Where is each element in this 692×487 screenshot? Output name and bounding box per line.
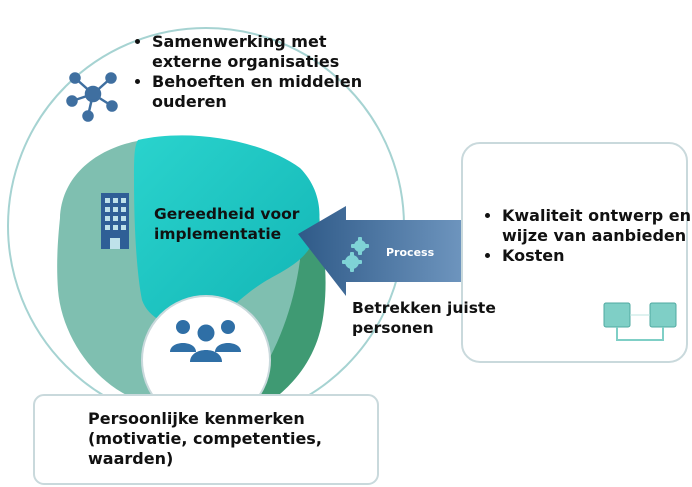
gears-icon <box>342 237 369 272</box>
involve-label: Betrekken juiste personen <box>352 299 496 337</box>
individuals-box <box>33 394 379 485</box>
readiness-shape <box>134 135 320 327</box>
bullet-item: Samenwerking met externe organisaties <box>152 32 382 72</box>
intervention-bullets: Kwaliteit ontwerp en wijze van aanbieden… <box>478 206 692 266</box>
process-arrow-label: Process <box>386 246 435 259</box>
outer-setting-bullets: Samenwerking met externe organisaties Be… <box>128 32 382 112</box>
individuals-label: Persoonlijke kenmerken (motivatie, compe… <box>88 409 322 468</box>
bullet-item: Behoeften en middelen ouderen <box>152 72 382 112</box>
workflow-icon <box>603 302 677 341</box>
network-icon <box>66 72 118 122</box>
readiness-label: Gereedheid voor implementatie <box>154 205 300 243</box>
intervention-box <box>461 142 688 363</box>
people-group-icon <box>170 320 241 362</box>
bullet-item: Kosten <box>502 246 692 266</box>
bullet-item: Kwaliteit ontwerp en wijze van aanbieden <box>502 206 692 246</box>
building-icon <box>101 193 129 249</box>
process-arrow <box>298 206 466 296</box>
